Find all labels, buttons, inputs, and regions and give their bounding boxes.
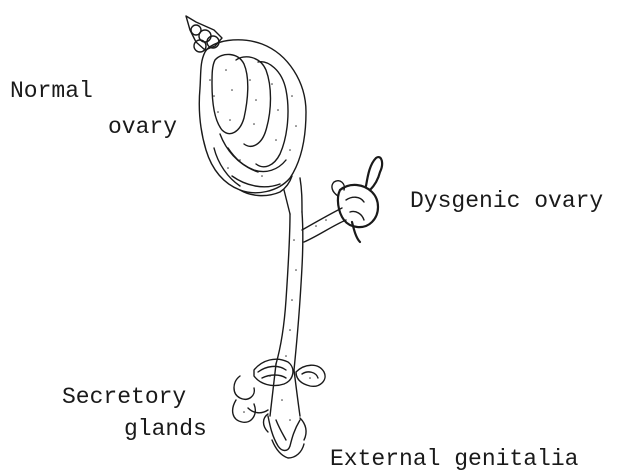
dysgenic-ovary-drawing xyxy=(302,157,382,242)
secretory-glands-drawing xyxy=(233,359,325,422)
external-genitalia-label: External genitalia xyxy=(330,448,578,471)
external-genitalia-drawing xyxy=(264,364,307,458)
normal-ovary-drawing xyxy=(186,16,306,214)
common-oviduct-drawing xyxy=(276,212,303,370)
secretory-glands-label-line1: Secretory xyxy=(62,386,186,409)
normal-ovary-label-line1: Normal xyxy=(10,80,93,103)
secretory-glands-label-line2: glands xyxy=(124,418,207,441)
dysgenic-ovary-label: Dysgenic ovary xyxy=(410,190,603,213)
normal-ovary-label-line2: ovary xyxy=(108,116,177,139)
